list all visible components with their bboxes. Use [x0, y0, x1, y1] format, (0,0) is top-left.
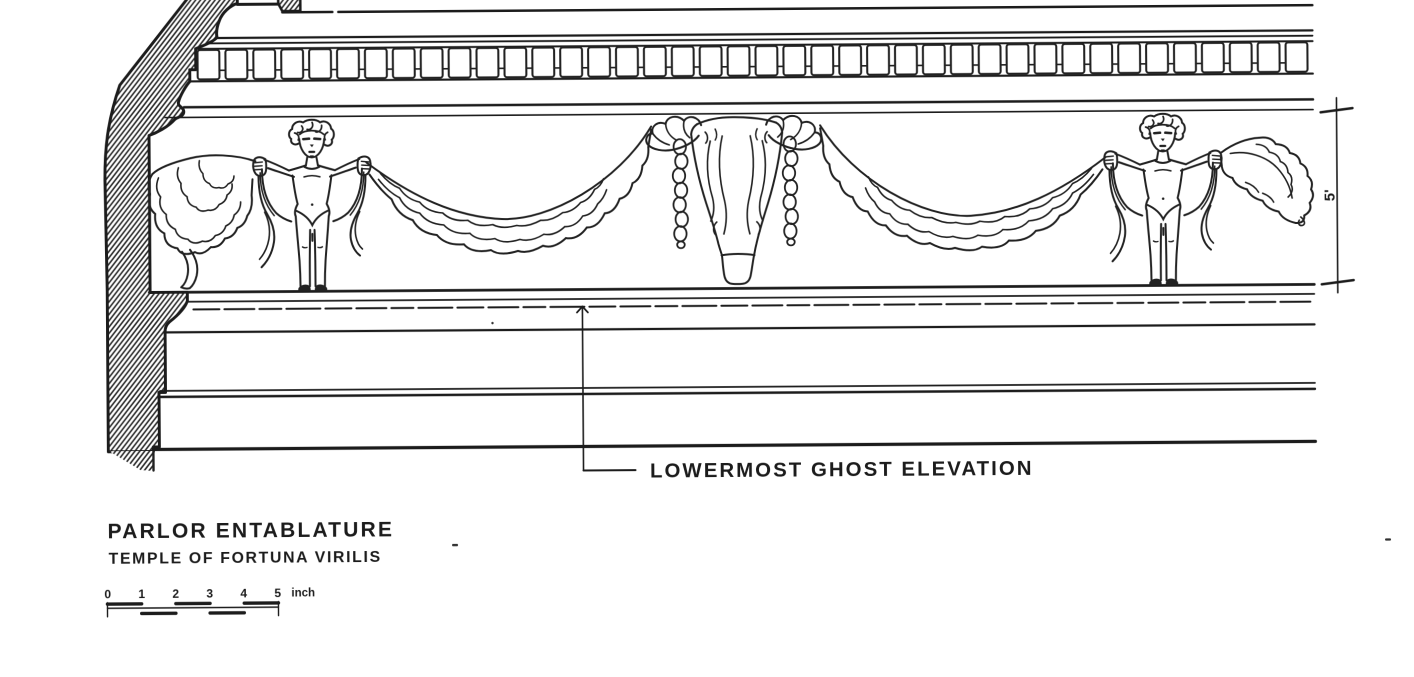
svg-text:3: 3	[206, 587, 213, 601]
svg-text:4: 4	[240, 586, 247, 600]
svg-text:1: 1	[138, 587, 145, 601]
svg-text:inch: inch	[291, 587, 315, 599]
svg-text:5: 5	[274, 586, 281, 600]
svg-text:5': 5'	[1322, 189, 1339, 201]
svg-text:PARLOR ENTABLATURE: PARLOR ENTABLATURE	[107, 518, 392, 543]
svg-text:0: 0	[104, 587, 111, 601]
svg-text:TEMPLE OF FORTUNA VIRILIS: TEMPLE OF FORTUNA VIRILIS	[109, 549, 381, 568]
svg-text:2: 2	[172, 587, 179, 601]
svg-text:LOWERMOST GHOST ELEVATION: LOWERMOST GHOST ELEVATION	[650, 458, 1032, 483]
